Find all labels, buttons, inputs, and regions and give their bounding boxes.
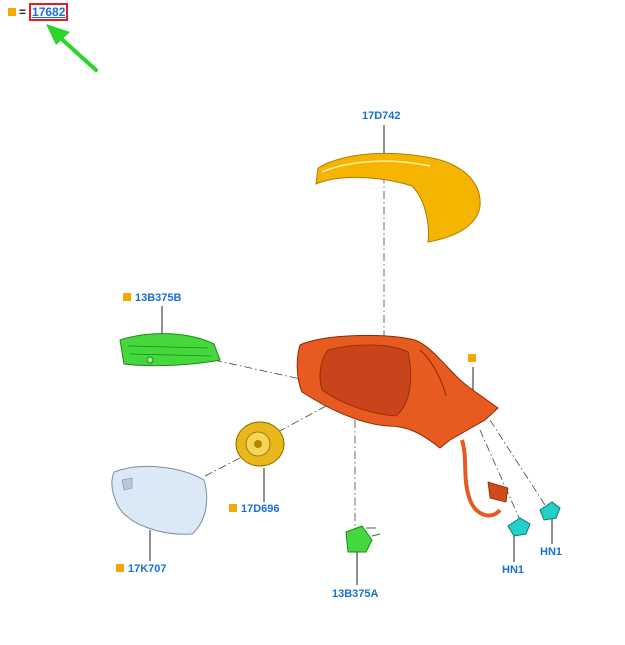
mirror-motor-part[interactable] [235,421,285,467]
label-glass[interactable]: 17K707 [116,563,167,575]
mirror-glass-part[interactable] [111,465,208,535]
puddle-lamp-part[interactable] [345,525,381,553]
label-repeater[interactable]: 13B375B [123,292,181,304]
label-housing [468,353,480,365]
legend: =17682 [8,3,69,21]
marker-icon [229,504,237,512]
mirror-housing-part[interactable] [296,334,509,518]
label-clip-2[interactable]: HN1 [540,546,563,558]
legend-marker [8,8,16,16]
mirror-cover-part[interactable] [315,152,481,243]
marker-icon [123,293,131,301]
legend-code-link[interactable]: 17682 [29,3,69,21]
pointer-arrow [46,24,98,72]
clip-part-1[interactable] [507,517,531,537]
clip-part-2[interactable] [539,501,561,521]
marker-icon [468,354,476,362]
label-lamp[interactable]: 13B375A [332,588,379,600]
legend-equals: = [19,5,27,19]
label-cover[interactable]: 17D742 [362,110,401,122]
label-clip-1[interactable]: HN1 [502,564,525,576]
turn-signal-repeater-part[interactable] [119,333,221,367]
marker-icon [116,564,124,572]
label-motor[interactable]: 17D696 [229,503,280,515]
